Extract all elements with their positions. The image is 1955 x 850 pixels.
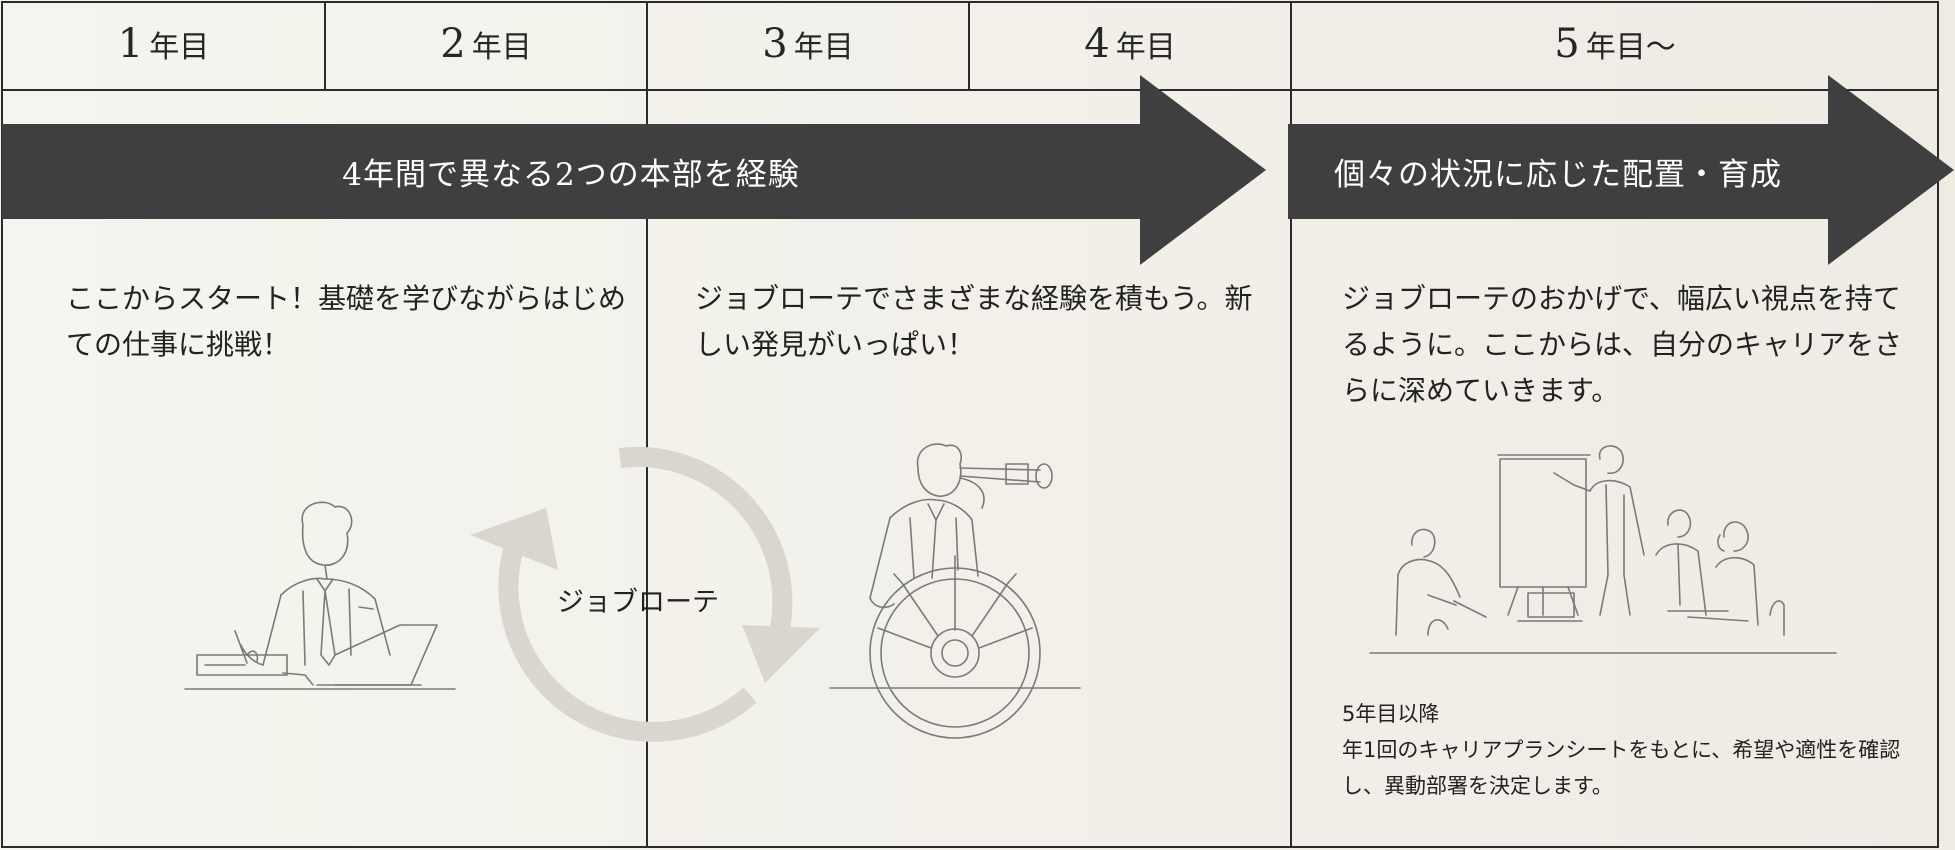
arrow-band-second-label: 個々の状況に応じた配置・育成 bbox=[1334, 157, 1782, 193]
arrow-band-first-label: 4年間で異なる2つの本部を経験 bbox=[342, 157, 800, 193]
year-number: 1 bbox=[117, 21, 144, 67]
year-number: 4 bbox=[1084, 21, 1110, 67]
phase3-description: ジョブローテのおかげで、幅広い視点を持てるように。ここからは、自分のキャリアをさ… bbox=[1342, 282, 1903, 407]
year-number: 5 bbox=[1554, 21, 1580, 67]
job-rotation-label: ジョブローテ bbox=[557, 587, 719, 618]
year-number: 2 bbox=[440, 21, 466, 67]
year-label: 年目 bbox=[793, 30, 854, 65]
year-label: 年目～ bbox=[1585, 30, 1676, 65]
phase2-description: ジョブローテでさまざまな経験を積もう。新しい発見がいっぱい！ bbox=[695, 282, 1253, 361]
divider-y2-y3 bbox=[646, 1, 648, 848]
arrow-band-second bbox=[1288, 75, 1954, 265]
rotation-cycle-icon bbox=[470, 446, 820, 742]
divider-y1-y2 bbox=[324, 1, 326, 91]
year-header-row bbox=[1, 1, 1939, 91]
arrow-band-first bbox=[2, 75, 1266, 265]
note-heading: 5年目以降 bbox=[1342, 702, 1440, 726]
presentation-meeting-illustration bbox=[1369, 445, 1837, 654]
year-label: 年目 bbox=[1115, 30, 1176, 65]
post-year5-note: 5年目以降 年1回のキャリアプランシートをもとに、希望や適性を確認し、異動部署を… bbox=[1342, 696, 1902, 804]
worker-at-laptop-illustration bbox=[184, 501, 456, 690]
divider-y4-y5 bbox=[1290, 1, 1292, 848]
divider-y3-y4 bbox=[968, 1, 970, 91]
phase1-description: ここからスタート！基礎を学びながらはじめての仕事に挑戦！ bbox=[66, 282, 627, 361]
year-number: 3 bbox=[762, 21, 788, 67]
year-label: 年目 bbox=[471, 30, 532, 65]
captain-with-telescope-illustration bbox=[829, 443, 1081, 739]
note-body: 年1回のキャリアプランシートをもとに、希望や適性を確認し、異動部署を決定します。 bbox=[1342, 738, 1901, 798]
year-label: 年目 bbox=[149, 30, 210, 65]
